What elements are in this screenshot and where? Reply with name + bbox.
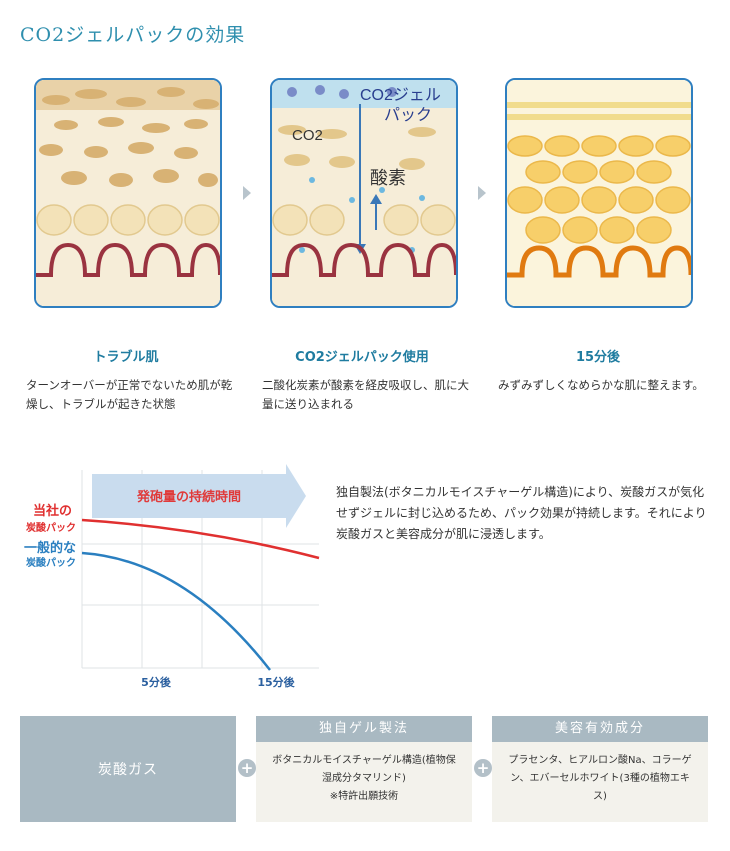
legend-ours-line1: 当社の	[33, 503, 72, 519]
beauty-ingredients-body: プラセンタ、ヒアルロン酸Na、コラーゲン、エバーセルホワイト(3種の植物エキス)	[508, 755, 692, 802]
panel-desc-co2: 二酸化炭素が酸素を経皮吸収し、肌に大量に送り込まれる	[262, 378, 469, 411]
panel-desc-15min: みずみずしくなめらかな肌に整えます。	[498, 378, 704, 392]
page-title: CO2ジェルパックの効果	[20, 24, 246, 46]
plus-icon: +	[238, 759, 256, 777]
duration-banner-label: 発砲量の持続時間	[136, 489, 241, 505]
panel-desc-trouble: ターンオーバーが正常でないため肌が乾燥し、トラブルが起きた状態	[26, 378, 233, 411]
trouble-skin-illustration	[34, 78, 222, 308]
description-paragraph: 独自製法(ボタニカルモイスチャーゲル構造)により、炭酸ガスが気化せずジェルに封じ…	[336, 485, 707, 541]
panel-title-co2: CO2ジェルパック使用	[295, 350, 429, 365]
gel-method-body: ボタニカルモイスチャーゲル構造(植物保湿成分タマリンド)	[272, 755, 456, 784]
arrow-right-icon	[478, 186, 486, 200]
x-tick-15min: 15分後	[257, 675, 295, 689]
co2-gel-graphic: CO2 CO2ジェル パック 酸素	[272, 80, 456, 306]
after-15min-illustration	[505, 78, 693, 308]
co2-label: CO2	[292, 127, 323, 144]
gel-method-box: 独自ゲル製法 ボタニカルモイスチャーゲル構造(植物保湿成分タマリンド) ※特許出…	[256, 716, 472, 822]
duration-chart: 発砲量の持続時間 当社の 炭酸パック 一般的な 炭酸パック 5分後 15分後	[24, 464, 320, 689]
legend-general-line2: 炭酸パック	[26, 556, 76, 569]
gel-label: CO2ジェル	[360, 87, 441, 104]
trouble-skin-graphic	[36, 80, 220, 306]
gel-method-note: ※特許出願技術	[329, 791, 399, 802]
beauty-ingredients-heading: 美容有効成分	[492, 716, 708, 742]
x-tick-5min: 5分後	[141, 675, 172, 689]
co2-gel-pack-illustration: CO2 CO2ジェル パック 酸素	[270, 78, 458, 308]
panel-title-trouble: トラブル肌	[93, 350, 159, 365]
carbonic-gas-label: 炭酸ガス	[98, 762, 158, 778]
duration-banner-arrow	[92, 464, 306, 528]
panel-title-15min: 15分後	[575, 350, 621, 365]
legend-ours-line2: 炭酸パック	[26, 521, 76, 534]
series-line-ours	[81, 518, 320, 560]
oxygen-label: 酸素	[370, 168, 406, 188]
series-line-general	[81, 551, 271, 671]
beauty-ingredients-box: 美容有効成分 プラセンタ、ヒアルロン酸Na、コラーゲン、エバーセルホワイト(3種…	[492, 716, 708, 822]
pack-label: パック	[384, 106, 432, 124]
gel-method-heading: 独自ゲル製法	[256, 716, 472, 742]
arrow-right-icon	[243, 186, 251, 200]
carbonic-gas-box: 炭酸ガス	[20, 716, 236, 822]
healthy-skin-graphic	[507, 80, 691, 306]
legend-general-line1: 一般的な	[24, 540, 76, 556]
plus-icon: +	[474, 759, 492, 777]
